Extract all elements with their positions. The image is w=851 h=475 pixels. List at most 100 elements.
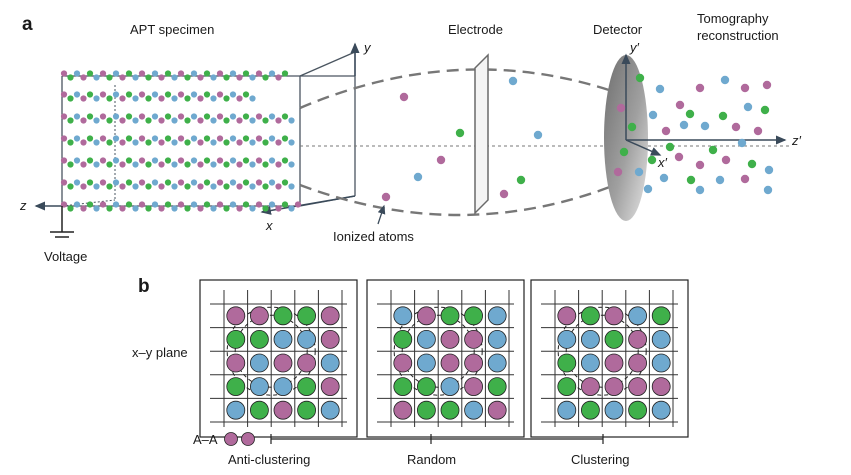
lattice-atom <box>297 400 317 420</box>
specimen-atom <box>164 157 172 164</box>
specimen-atom <box>119 139 126 146</box>
specimen-atom <box>138 157 146 164</box>
specimen-atom <box>197 95 204 102</box>
specimen-atom <box>60 179 68 186</box>
specimen-atom <box>203 157 211 164</box>
lattice-atom <box>628 400 647 420</box>
lattice-atom <box>604 400 624 420</box>
lattice-atom <box>440 400 460 420</box>
lattice-atom <box>273 377 293 397</box>
specimen-atom <box>210 117 217 124</box>
recon-atom <box>740 174 750 184</box>
specimen-atom <box>138 113 146 120</box>
recon-atom <box>635 73 645 83</box>
lattice-atom <box>273 306 293 326</box>
detector-axes <box>621 53 787 156</box>
specimen-atom <box>93 183 100 190</box>
specimen-atom <box>288 183 295 190</box>
specimen-atom <box>106 74 113 81</box>
specimen-atom <box>145 74 152 81</box>
specimen-atom <box>125 157 133 164</box>
specimen-atom <box>67 139 74 146</box>
electrode-label: Electrode <box>448 22 503 37</box>
specimen-atom <box>262 161 269 168</box>
specimen-atom <box>184 183 191 190</box>
specimen-atom <box>158 205 165 212</box>
specimen-atom <box>151 157 159 164</box>
specimen-atom <box>184 95 191 102</box>
specimen-atom <box>86 157 94 164</box>
specimen-atom <box>216 70 224 77</box>
panel-a-letter: a <box>22 14 33 35</box>
recon-atom <box>695 185 705 195</box>
lattice-atom <box>604 306 624 326</box>
specimen-atom <box>151 201 159 208</box>
lattice-atom <box>226 329 246 349</box>
neighborhood-ring <box>565 314 639 388</box>
specimen-atom <box>73 157 81 164</box>
specimen-atom <box>93 205 100 212</box>
specimen-atom <box>184 117 191 124</box>
specimen-atom <box>242 135 250 142</box>
recon-atom <box>700 121 710 131</box>
lattice-atom <box>557 329 577 349</box>
specimen-atom <box>125 91 133 98</box>
specimen-atom <box>281 113 289 120</box>
specimen-atom <box>112 179 120 186</box>
specimen-atom <box>106 117 113 124</box>
specimen-atom <box>236 117 243 124</box>
specimen-atom <box>268 113 276 120</box>
specimen-atom <box>93 117 100 124</box>
lattice-atom <box>273 400 293 420</box>
lattice-atom <box>487 400 507 420</box>
lattice-atom <box>464 306 484 326</box>
recon-atom <box>720 75 730 85</box>
ion-atom <box>533 130 543 140</box>
recon-atom <box>634 167 644 177</box>
specimen-atom <box>164 113 172 120</box>
recon-atom <box>659 173 669 183</box>
lattice-atom <box>464 353 484 373</box>
specimen-atom <box>242 91 250 98</box>
scale-label-random: Random <box>407 452 456 467</box>
lattice-atom <box>440 377 460 397</box>
recon-atom <box>619 147 629 157</box>
specimen-atom <box>158 139 165 146</box>
ion-atom <box>436 155 446 165</box>
specimen-atom <box>99 201 107 208</box>
x-prime-label: x′ <box>657 155 668 170</box>
lattice-atom <box>273 353 293 373</box>
recon-atom <box>737 138 747 148</box>
specimen-atom <box>99 113 107 120</box>
specimen-atom <box>242 157 250 164</box>
specimen-atom <box>132 139 139 146</box>
specimen-atom <box>99 91 107 98</box>
recon-atom <box>695 83 705 93</box>
specimen-atom <box>151 179 159 186</box>
specimen-atom <box>106 139 113 146</box>
specimen-atom <box>184 74 191 81</box>
recon-atom <box>616 103 626 113</box>
specimen-atom <box>281 157 289 164</box>
specimen-atom <box>236 161 243 168</box>
lattice-atom <box>320 377 340 397</box>
specimen-atom <box>223 183 230 190</box>
specimen-atom <box>236 74 243 81</box>
recon-atom <box>695 160 705 170</box>
lattice-atom <box>416 400 436 420</box>
specimen-atom <box>73 135 81 142</box>
tomography-label-line2: reconstruction <box>697 28 779 43</box>
lattice-atom <box>393 400 413 420</box>
ionized-atoms-label: Ionized atoms <box>333 229 414 244</box>
specimen-atom <box>275 139 282 146</box>
lattice-atom <box>249 377 269 397</box>
lattice-atom <box>440 329 460 349</box>
specimen-atom <box>281 179 289 186</box>
specimen-atom <box>145 161 152 168</box>
specimen-atom <box>119 183 126 190</box>
specimen-atom <box>125 135 133 142</box>
ion-atom <box>399 92 409 102</box>
specimen-atom <box>229 201 237 208</box>
recon-atom <box>661 126 671 136</box>
specimen-atom <box>249 95 256 102</box>
